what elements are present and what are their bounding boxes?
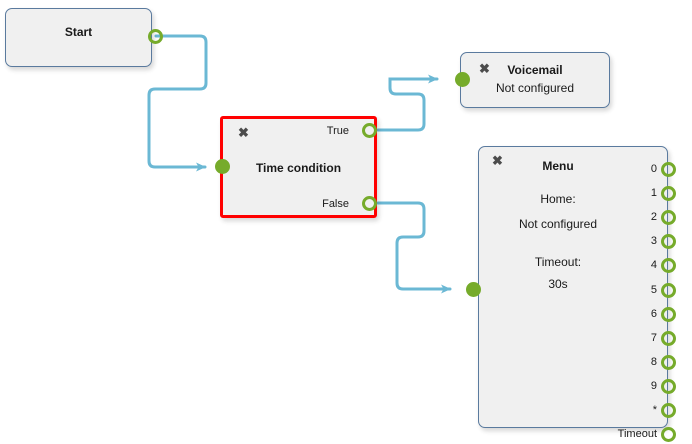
port-menu-in[interactable] [466,282,481,297]
port-voicemail-in[interactable] [455,72,470,87]
node-menu[interactable]: ✖ Menu Home: Not configured Timeout: 30s [478,146,668,428]
close-icon[interactable]: ✖ [479,61,490,76]
node-time-condition[interactable]: ✖ Time condition True False [220,116,377,218]
port-label-menu-6: 6 [650,307,657,320]
close-icon[interactable]: ✖ [492,153,503,168]
port-menu-out-1[interactable] [661,186,676,202]
node-start-title: Start [64,25,93,39]
port-label-menu-8: 8 [650,355,657,368]
node-menu-title: Menu [542,159,574,173]
port-menu-out-4[interactable] [661,258,676,274]
node-start[interactable]: Start [5,8,152,67]
port-menu-out-9[interactable] [661,378,676,394]
port-time-condition-false[interactable] [362,196,377,211]
node-menu-line3: Timeout: [534,255,582,269]
node-voicemail[interactable]: ✖ Voicemail Not configured [460,52,610,108]
port-label-menu-10: * [652,404,657,416]
node-menu-line2: Not configured [518,217,598,231]
port-menu-out-2[interactable] [661,210,676,226]
port-time-condition-in[interactable] [215,159,230,174]
port-label-menu-2: 2 [650,211,657,224]
node-time-condition-title: Time condition [255,161,342,175]
node-menu-line1: Home: [540,192,576,206]
edge-false-to-menu[interactable] [376,201,452,294]
port-label-menu-5: 5 [650,283,657,296]
port-time-condition-true[interactable] [362,123,377,138]
port-menu-out-5[interactable] [661,282,676,298]
port-label-menu-9: 9 [650,379,657,392]
port-label-menu-11: Timeout [617,428,657,441]
edge-true-to-voicemail[interactable] [376,74,439,132]
node-menu-line4: 30s [548,277,568,291]
close-icon[interactable]: ✖ [238,125,249,140]
port-menu-out-6[interactable] [661,306,676,322]
port-label-menu-1: 1 [650,187,657,200]
port-menu-out-7[interactable] [661,330,676,346]
port-label-menu-4: 4 [650,259,657,272]
port-menu-out-11[interactable] [661,427,676,443]
node-voicemail-title: Voicemail [507,63,563,77]
port-menu-out-3[interactable] [661,234,676,250]
port-menu-out-10[interactable] [661,403,676,418]
node-voicemail-subtitle: Not configured [495,81,575,95]
port-label-true: True [326,125,349,137]
port-menu-out-8[interactable] [661,354,676,370]
port-menu-out-0[interactable] [661,162,676,177]
port-label-false: False [322,198,349,210]
port-label-menu-3: 3 [650,235,657,248]
port-label-menu-0: 0 [650,163,657,175]
port-start-out[interactable] [148,29,163,44]
edge-start-to-timecondition[interactable] [147,34,208,172]
port-label-menu-7: 7 [650,331,657,344]
